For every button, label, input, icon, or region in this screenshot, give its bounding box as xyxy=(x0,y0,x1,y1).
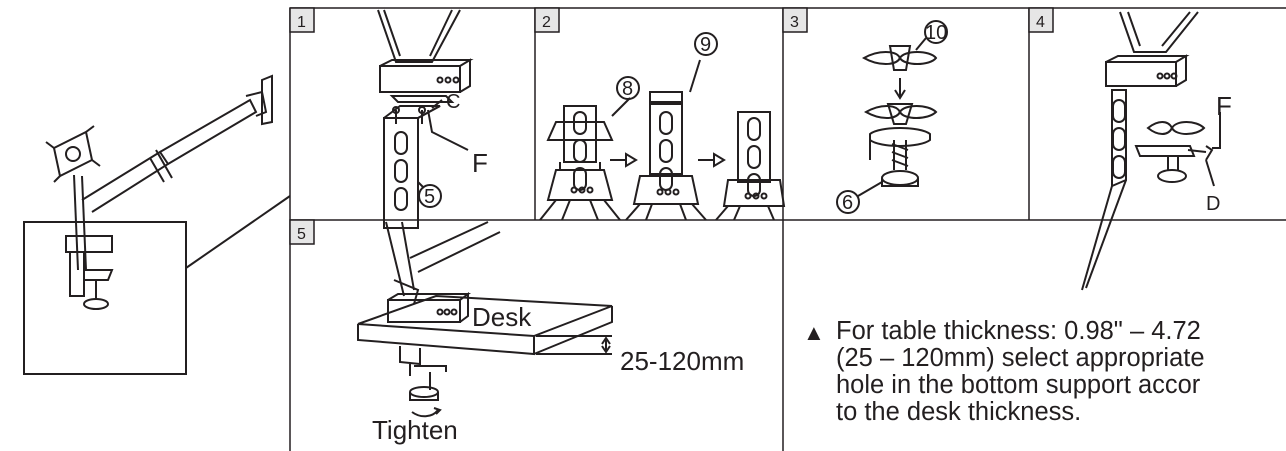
panel-2-labels: 8 9 xyxy=(622,34,711,100)
panel-4-drawing xyxy=(1081,11,1221,291)
desk-label: Desk xyxy=(472,302,532,332)
warning-line-2: (25 – 120mm) select appropriate xyxy=(836,344,1205,372)
panel-3-number: 3 xyxy=(790,14,799,31)
panel-5-number: 5 xyxy=(297,226,306,243)
overview-monitor-arm xyxy=(23,74,291,375)
panel-1-labels: C F 5 xyxy=(424,91,488,208)
panel-1-number: 1 xyxy=(297,14,306,31)
callout-f: F xyxy=(472,148,488,178)
panel-5-drawing xyxy=(357,221,613,418)
overview-leader-line xyxy=(185,195,291,269)
callout-c: C xyxy=(446,91,460,113)
callout-8: 8 xyxy=(622,78,633,100)
callout-f-panel-4: F xyxy=(1216,91,1232,121)
callout-10: 10 xyxy=(925,22,947,44)
overview-detail-box xyxy=(23,221,187,375)
warning-triangle-icon: ▲ xyxy=(803,320,825,345)
table-thickness-warning: ▲ For table thickness: 0.98" – 4.72 (25 … xyxy=(803,318,1286,426)
warning-line-4: to the desk thickness. xyxy=(836,398,1082,426)
panel-4-number: 4 xyxy=(1036,14,1045,31)
panel-number-tabs: 1 2 3 4 5 xyxy=(289,7,1054,245)
panel-2-drawing xyxy=(539,32,786,221)
callout-5: 5 xyxy=(424,186,435,208)
panel-3-labels: 10 6 xyxy=(842,22,947,214)
panel-2-number: 2 xyxy=(542,14,551,31)
thickness-label: 25-120mm xyxy=(620,346,744,376)
panel-5-labels: Desk 25-120mm Tighten xyxy=(372,302,744,445)
panel-4-labels: F D xyxy=(1206,91,1232,215)
warning-line-3: hole in the bottom support accor xyxy=(836,371,1201,399)
warning-line-1: For table thickness: 0.98" – 4.72 xyxy=(836,317,1201,345)
panel-3-drawing xyxy=(836,20,948,214)
panel-1-drawing xyxy=(377,9,474,229)
callout-d: D xyxy=(1206,193,1220,215)
callout-6: 6 xyxy=(842,192,853,214)
tighten-label: Tighten xyxy=(372,415,458,445)
callout-9: 9 xyxy=(700,34,711,56)
